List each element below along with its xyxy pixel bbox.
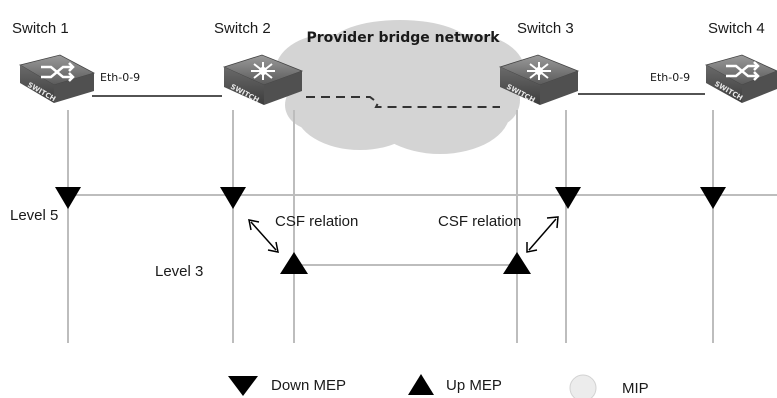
cloud-label: Provider bridge network [306,30,500,46]
level5-label: Level 5 [10,207,58,224]
legend-down-mep-icon [228,376,258,396]
up-mep-switch3 [503,252,531,274]
down-mep-switch1 [55,187,81,209]
switch3-node: SWITCH [498,54,580,105]
port-label-right: Eth-0-9 [650,71,690,84]
up-mep-switch2 [280,252,308,274]
csf-arrow-right-head-b [546,216,559,229]
switch4-node: SWITCH [704,54,777,103]
legend-up-mep-label: Up MEP [446,377,502,394]
switch-radiating-arrows-icon [527,62,551,80]
csf-arrows [248,216,559,253]
down-mep-switch3 [555,187,581,209]
level3-meps [280,252,531,274]
switch1-node: SWITCH [18,54,96,103]
down-mep-switch2 [220,187,246,209]
switch1-label: Switch 1 [12,20,69,37]
level3-label: Level 3 [155,263,203,280]
legend: Down MEP Up MEP MIP [228,374,649,398]
legend-mip-label: MIP [622,380,649,397]
csf-arrow-left [250,221,277,251]
down-mep-switch4 [700,187,726,209]
switch-radiating-arrows-icon [251,62,275,80]
csf-arrow-left-head-a [248,219,260,231]
csf-arrow-right [528,218,557,251]
csf-arrow-right-head-a [526,242,538,253]
legend-mip-icon [569,374,597,398]
csf-arrow-left-head-b [267,241,279,253]
legend-down-mep-label: Down MEP [271,377,346,394]
port-label-left: Eth-0-9 [100,71,140,84]
csf-relation-left: CSF relation [275,213,358,230]
csf-relation-right: CSF relation [438,213,521,230]
switch4-label: Switch 4 [708,20,765,37]
switch-crossing-arrows-icon [726,61,760,81]
legend-up-mep-icon [408,374,434,395]
switch3-label: Switch 3 [517,20,574,37]
switch2-label: Switch 2 [214,20,271,37]
vertical-lines [67,110,714,343]
switch-crossing-arrows-icon [41,62,75,82]
level5-meps [55,187,726,209]
